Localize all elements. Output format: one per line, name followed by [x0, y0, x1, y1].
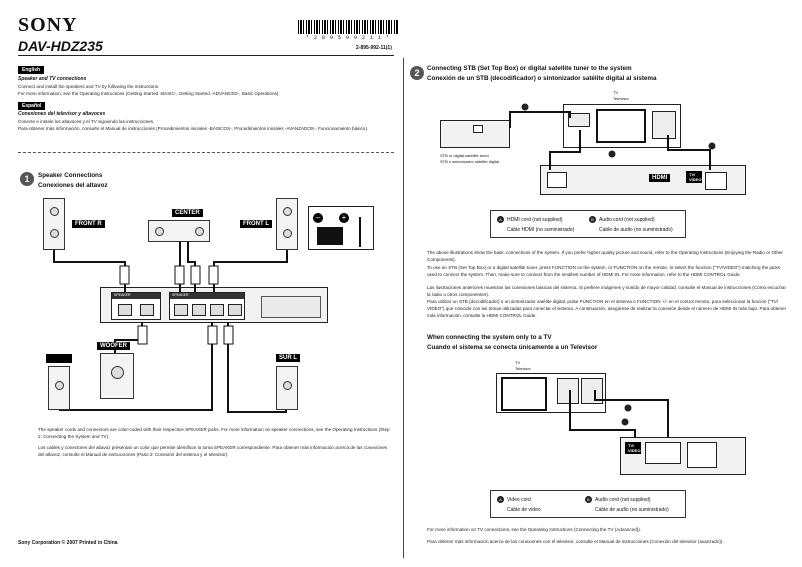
speaker-panel-right: SPEAKER — [169, 292, 245, 320]
center-speaker — [148, 220, 210, 242]
step3-main-unit: TV/ VIDEO — [620, 437, 746, 475]
step1-title-es: Conexiones del altavoz — [38, 182, 108, 189]
speaker-panel-left: SPEAKER — [111, 292, 161, 320]
tv-audio-out-jack — [581, 378, 603, 404]
front-r-speaker — [43, 198, 65, 250]
step2-para1: The above illustrations show the basic c… — [427, 250, 783, 262]
spanish-line1: Conecte e instale los altavoces y el TV … — [18, 119, 155, 124]
spanish-tag: Español — [18, 102, 46, 110]
speaker-panel-right-label: SPEAKER — [170, 293, 244, 299]
legend3-a-badge: A — [497, 496, 504, 503]
sur-l-speaker — [276, 366, 298, 410]
column-divider — [403, 58, 404, 558]
step2-main-unit: HDMI TV/ VIDEO — [540, 165, 746, 195]
legend-b-badge: B — [589, 216, 596, 223]
spanish-title: Conexiones del televisor y altavoces — [18, 111, 106, 117]
speaker-panel-left-label: SPEAKER — [112, 293, 160, 299]
cord-icon — [359, 217, 361, 247]
english-tag: English — [18, 66, 45, 74]
english-line1: Connect and install the speakers and TV … — [18, 84, 160, 89]
step3-para1: For more information on TV connections, … — [427, 527, 642, 532]
front-l-speaker — [276, 198, 298, 250]
unit-video-jacks — [645, 442, 681, 464]
tv-video-label: TV/ VIDEO — [686, 171, 702, 183]
front-r-label: FRONT R — [72, 220, 105, 228]
front-l-label: FRONT L — [240, 220, 272, 228]
barcode — [298, 20, 398, 34]
step1-note-es: Los cables y conectores del altavoz pres… — [38, 445, 388, 457]
stb-label: STB or digital satellite tuner — [440, 153, 489, 158]
rear-jacks — [261, 296, 321, 318]
step3-tv-label-es: Televisor — [515, 366, 531, 371]
step3-title-es: Cuando el sistema se conecta únicamente … — [427, 344, 598, 351]
legend-b-es: Cable de audio (no suministrado) — [599, 227, 673, 233]
legend3-a-en: Video cord — [507, 496, 531, 503]
step2-tv-screen — [596, 109, 646, 143]
stb-label-es: STB o sintonizador satélite digital — [440, 159, 500, 164]
step2-title-en: Connecting STB (Set Top Box) or digital … — [427, 65, 632, 72]
legend-a-badge: A — [497, 216, 504, 223]
model-name: DAV-HDZ235 — [18, 38, 103, 54]
woofer-label: WOOFER — [97, 342, 130, 350]
footer-text: Sony Corporation © 2007 Printed in China — [18, 540, 118, 546]
legend3-a-es: Cable de vídeo — [507, 507, 541, 513]
step3-tv — [496, 373, 606, 413]
step2-cables — [509, 103, 716, 170]
step3-cables — [569, 390, 669, 440]
unit-antenna-jack — [687, 442, 717, 468]
plus-icon: + — [339, 213, 349, 223]
english-line2: For more information, see the Operating … — [18, 91, 280, 96]
part-number: 2-895-992-11(1) — [356, 45, 392, 51]
step3-tv-video-label: TV/ VIDEO — [625, 442, 641, 454]
step2-tv-label: TV — [613, 90, 619, 95]
sur-r-label — [46, 354, 72, 363]
legend3-b-es: Cable de audio (no suministrado) — [595, 507, 669, 513]
section-divider — [18, 152, 394, 153]
unit-hdmi-in — [547, 172, 567, 188]
legend3-b-en: Audio cord (not supplied) — [595, 496, 651, 503]
main-unit-rear: SPEAKER SPEAKER — [100, 287, 328, 323]
minus-icon: – — [313, 213, 323, 223]
legend3-b-badge: B — [585, 496, 592, 503]
sur-r-speaker — [48, 366, 70, 410]
step2-para2: To use an STB (Set Top Box) or a digital… — [427, 265, 780, 277]
step2-tv — [563, 104, 681, 148]
step2-para3: Las ilustraciones anteriores muestran la… — [427, 285, 787, 297]
polarity-inset: – + — [308, 206, 374, 250]
step2-title-es: Conexión de un STB (decodificador) o sin… — [427, 75, 657, 82]
legend-b-en: Audio cord (not supplied) — [599, 216, 655, 223]
step1-note-en: The speaker cords and connectors are col… — [38, 427, 390, 439]
woofer-speaker — [100, 353, 134, 399]
terminal-clip-icon — [317, 227, 343, 245]
step1-number: 1 — [20, 172, 34, 186]
tv-audio-jack — [652, 111, 676, 139]
tv-video-jack — [557, 378, 579, 404]
step2-number: 2 — [410, 66, 424, 80]
step2-tv-label-es: Televisor — [613, 96, 629, 101]
sur-l-label: SUR L — [276, 354, 300, 362]
sony-logo: SONY — [18, 14, 78, 36]
legend-a-en: HDMI cord (not supplied) — [507, 216, 563, 223]
barcode-number: * 2 8 9 5 9 9 2 1 1 * — [305, 35, 390, 41]
tv-hdmi-jack — [568, 113, 590, 127]
step3-tv-screen — [501, 377, 547, 411]
step2-para4: Para utilizar un STB (decodificador) o u… — [427, 299, 787, 318]
step3-tv-label: TV — [515, 360, 521, 365]
step1-title-en: Speaker Connections — [38, 172, 103, 179]
header-rule — [18, 55, 394, 56]
spanish-line2: Para obtener más información, consulte e… — [18, 126, 369, 131]
unit-audio-in — [705, 172, 727, 190]
step3-para2: Para obtener más información acerca de l… — [427, 539, 724, 544]
english-title: Speaker and TV connections — [18, 76, 87, 82]
center-label: CENTER — [172, 209, 203, 217]
hdmi-label: HDMI — [649, 174, 671, 182]
stb-device — [440, 120, 510, 148]
step3-title-en: When connecting the system only to a TV — [427, 334, 552, 341]
legend-a-es: Cable HDMI (no suministrado) — [507, 227, 575, 233]
